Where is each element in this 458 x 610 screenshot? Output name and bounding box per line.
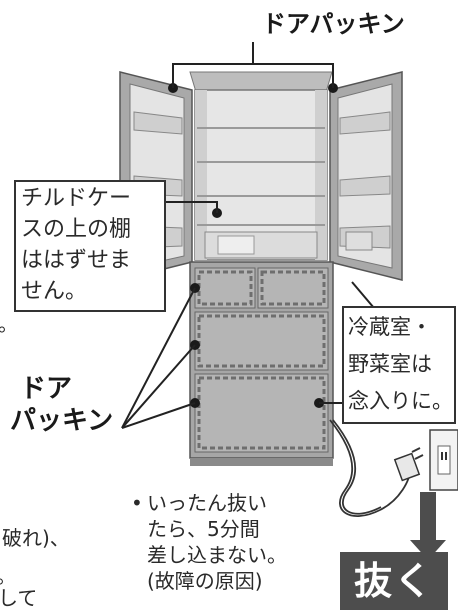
fridge-note: 冷蔵室・ 野菜室は 念入りに。 (342, 306, 456, 424)
chilled-note-line-4: せん。 (21, 279, 88, 304)
power-cord (329, 419, 411, 517)
side-packing-leader-3 (121, 402, 196, 429)
plug-note: • いったん抜い たら、5分間 差し込まない。 (故障の原因) (131, 490, 287, 594)
door-packing-side-label-line2: パッキン (10, 406, 114, 436)
fridge-note-leader (351, 281, 375, 309)
unplug-arrow (410, 492, 446, 560)
plug-note-bullet: • (131, 491, 143, 515)
fridge-top-panel (189, 71, 333, 93)
side-packing-leader-2 (121, 344, 196, 429)
unplug-label: 抜く (340, 552, 448, 610)
plug-icon (393, 447, 424, 482)
chilled-leader (166, 201, 218, 213)
fridge-note-line-3: 念入りに。 (348, 389, 453, 413)
right-door-pockets (339, 111, 391, 251)
drawer-small-right (257, 267, 329, 309)
leader-lines (121, 42, 375, 429)
drawers (194, 267, 329, 453)
plug-note-line-3: 差し込まない。 (147, 543, 287, 567)
chilled-case-note: チルドケー スの上の棚 ははずせま せん。 (14, 180, 166, 312)
chilled-note-line-1: チルドケー (21, 186, 132, 211)
chilled-case-front (217, 235, 255, 255)
cut-text-mark: 。 (0, 312, 18, 336)
wall-outlet (429, 429, 458, 491)
drawer-middle (194, 311, 329, 371)
door-packing-side-label-line1: ドア (20, 374, 73, 404)
fridge-note-line-2: 野菜室は (348, 352, 432, 376)
fridge-shelves (197, 127, 325, 226)
plug-note-line-2: たら、5分間 (147, 517, 260, 541)
cut-text-fragment-2: 。 (0, 566, 16, 586)
drawer-bottom (194, 373, 329, 453)
plug-note-line-1: いったん抜い (147, 491, 267, 515)
chilled-note-line-3: ははずせま (21, 248, 132, 273)
fridge-side-wall-right (315, 90, 327, 260)
door-packing-top-label: ドアパッキン (262, 10, 405, 38)
side-packing-leader-1 (121, 287, 196, 429)
fridge-note-line-1: 冷蔵室・ (348, 315, 432, 339)
plug-note-line-4: (故障の原因) (147, 569, 263, 593)
fridge-side-wall-left (195, 90, 207, 260)
cut-text-fragment-1: 破れ)、 (2, 526, 70, 550)
cut-text-fragment-3: して (0, 586, 38, 610)
chilled-note-line-2: スの上の棚 (21, 217, 132, 242)
drawer-small-left (194, 267, 256, 309)
fridge-base (190, 458, 333, 466)
